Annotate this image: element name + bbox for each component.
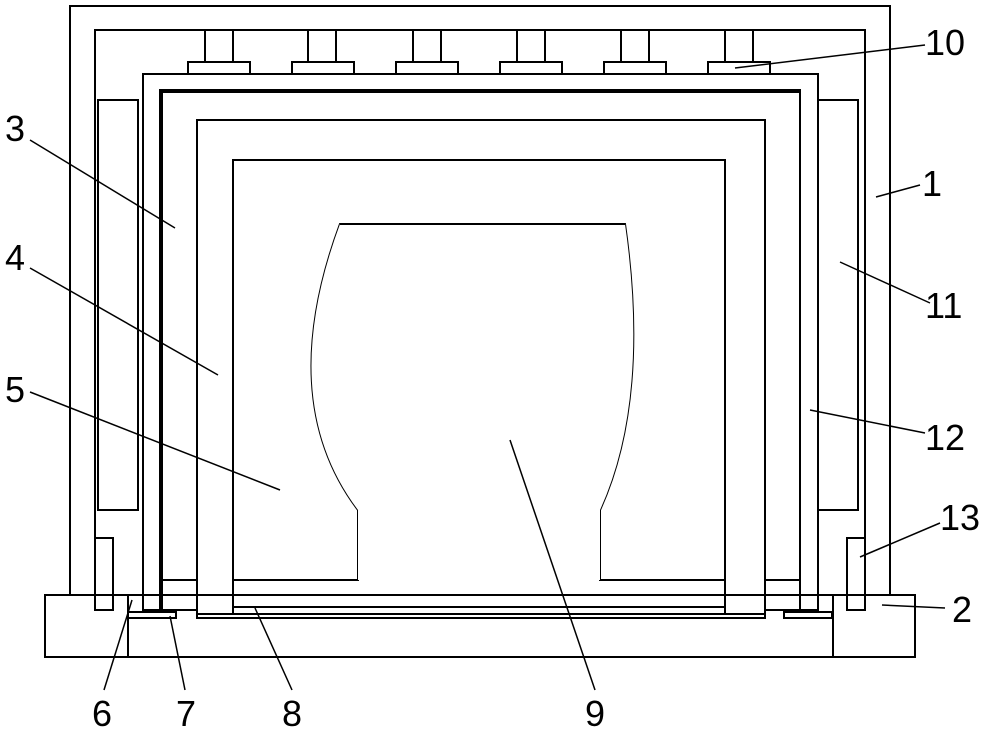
label-3: 3 (5, 108, 25, 149)
base-plate (44, 594, 916, 658)
label-10: 10 (925, 22, 965, 63)
label-11: 11 (925, 285, 962, 326)
label-4: 4 (5, 237, 25, 278)
label-12: 12 (925, 417, 965, 458)
label-9: 9 (585, 693, 605, 733)
label-13: 13 (940, 497, 980, 538)
part-labels: 1 2 3 4 5 6 7 8 9 10 11 12 13 (5, 22, 980, 733)
label-1: 1 (922, 163, 942, 204)
label-8: 8 (282, 693, 302, 733)
bottom-strips (127, 606, 833, 619)
central-cavity (311, 223, 634, 580)
label-5: 5 (5, 369, 25, 410)
leader-lines (29, 44, 946, 691)
label-7: 7 (176, 693, 196, 733)
label-2: 2 (952, 589, 972, 630)
top-connectors (187, 29, 771, 75)
label-6: 6 (92, 693, 112, 733)
side-supports (94, 537, 866, 611)
